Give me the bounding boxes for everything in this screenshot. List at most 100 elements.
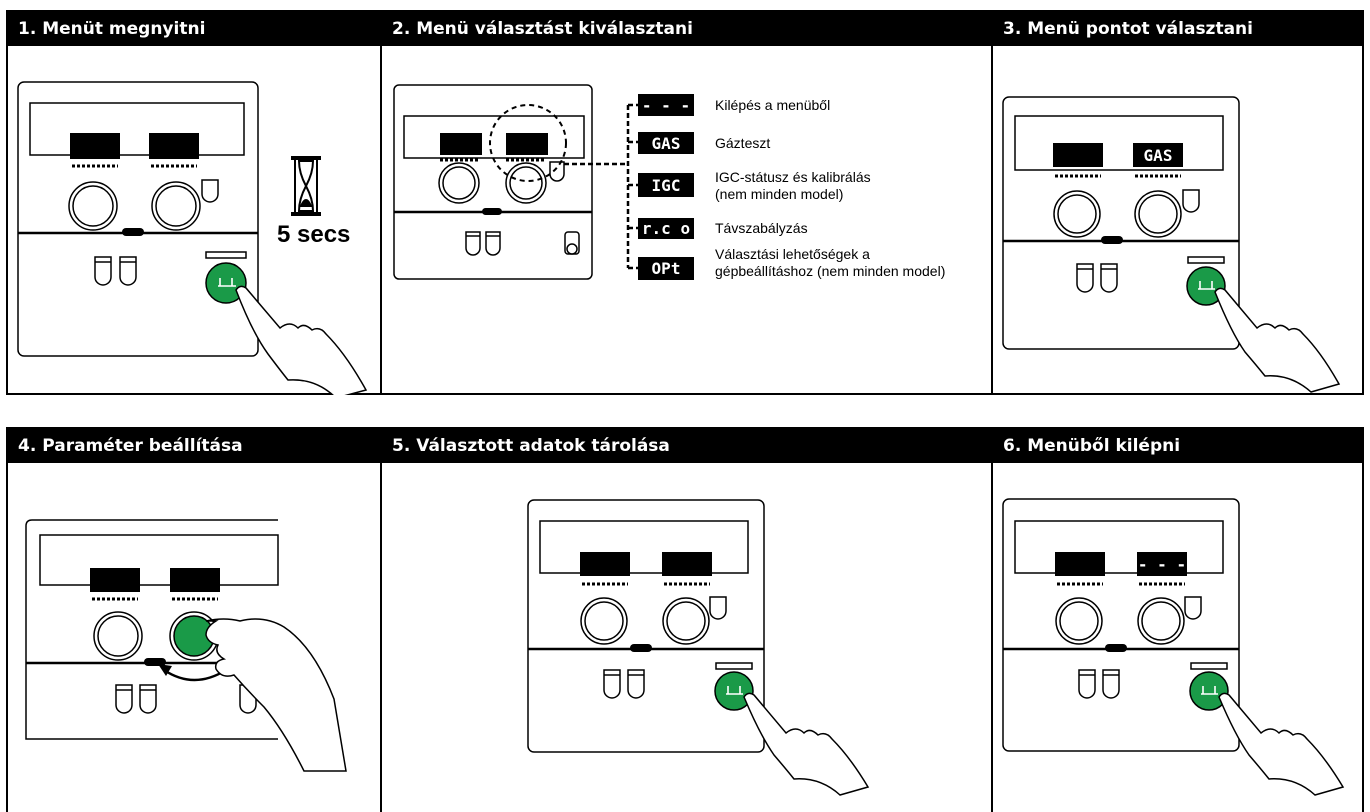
socket-pair <box>465 231 580 256</box>
turning-hand <box>205 618 347 772</box>
socket-pair <box>115 684 257 714</box>
left-display <box>440 133 482 155</box>
socket-pair <box>94 256 137 286</box>
menu-tree <box>564 103 638 270</box>
panel-latch <box>144 658 166 666</box>
hold-time-label: 5 secs <box>277 221 351 248</box>
step-1-header: 1. Menüt megnyitni <box>8 12 380 46</box>
step-5-panel: 5. Választott adatok tárolása <box>380 429 991 812</box>
pressing-hand <box>235 285 368 395</box>
highlight-circle <box>489 104 567 182</box>
step-1-illustration <box>17 81 368 395</box>
option-codes: - - - GAS IGC r.c o OPt <box>642 96 690 278</box>
step-number: 4. <box>18 436 37 456</box>
step-title: Választott adatok tárolása <box>416 436 670 456</box>
left-display <box>90 568 140 592</box>
step-number: 1. <box>18 19 37 39</box>
socket-pair <box>1078 669 1120 699</box>
right-display <box>1133 143 1183 167</box>
small-switch <box>709 596 727 620</box>
step-3-illustration: GAS <box>1002 96 1341 393</box>
knobs <box>1053 190 1182 238</box>
step-5-header: 5. Választott adatok tárolása <box>382 429 991 463</box>
steps-row-1: 1. Menüt megnyitni <box>6 10 1364 395</box>
step-2-header: 2. Menü választást kiválasztani <box>382 12 991 46</box>
panel-latch <box>1105 644 1127 652</box>
control-panel <box>1002 96 1240 350</box>
step-1-panel: 1. Menüt megnyitni <box>8 12 380 395</box>
pressing-hand <box>743 692 870 796</box>
option-code: GAS <box>652 134 681 153</box>
step-4-header: 4. Paraméter beállítása <box>8 429 380 463</box>
option-code: - - - <box>642 96 690 115</box>
step-title: Menüt megnyitni <box>42 19 206 39</box>
option-code: IGC <box>652 176 681 195</box>
step-number: 2. <box>392 19 411 39</box>
panel-latch <box>122 228 144 236</box>
option-label-options: Választási lehetőségek a gépbeállításhoz… <box>715 246 945 280</box>
knob-left <box>93 611 143 661</box>
step-4-illustration <box>25 519 347 772</box>
right-display-text: GAS <box>1144 146 1173 165</box>
control-panel <box>1002 498 1240 752</box>
small-switch <box>549 161 565 182</box>
right-display <box>506 133 548 155</box>
pressing-hand <box>1218 692 1345 796</box>
option-label-exit: Kilépés a menüből <box>715 97 831 113</box>
knobs <box>580 597 710 645</box>
option-code: OPt <box>652 259 681 278</box>
step-number: 3. <box>1003 19 1022 39</box>
option-code: r.c o <box>642 219 690 238</box>
step-3-header: 3. Menü pontot választani <box>993 12 1362 46</box>
hourglass-icon <box>291 156 321 216</box>
step-title: Menüből kilépni <box>1027 436 1181 456</box>
knobs <box>1055 597 1185 645</box>
right-display <box>662 552 712 576</box>
option-label-line: (nem minden model) <box>715 186 844 202</box>
option-label-gas-test: Gázteszt <box>715 135 771 151</box>
rotate-arrow-icon <box>163 668 227 682</box>
menu-button[interactable] <box>1189 662 1229 711</box>
step-title: Menü választást kiválasztani <box>416 19 693 39</box>
panel-latch <box>1101 236 1123 244</box>
step-title: Menü pontot választani <box>1027 19 1253 39</box>
panel-latch <box>630 644 652 652</box>
option-label-line: IGC-státusz és kalibrálás <box>715 169 871 185</box>
small-switch <box>1182 189 1200 213</box>
steps-row-2: 4. Paraméter beállítása <box>6 427 1364 812</box>
menu-button[interactable] <box>205 251 247 304</box>
socket-pair <box>603 669 645 699</box>
option-code-boxes <box>638 94 694 280</box>
socket-pair <box>1076 263 1118 293</box>
option-label-igc: IGC-státusz és kalibrálás (nem minden mo… <box>715 169 871 203</box>
knobs <box>438 162 547 204</box>
small-switch <box>201 179 219 203</box>
step-2-illustration: - - - GAS IGC r.c o OPt <box>393 84 694 280</box>
step-3-panel: 3. Menü pontot választani GAS <box>991 12 1362 393</box>
step-4-panel: 4. Paraméter beállítása <box>8 429 380 812</box>
option-label-remote: Távszabályzás <box>715 220 808 236</box>
left-display <box>70 133 120 159</box>
step-6-header: 6. Menüből kilépni <box>993 429 1362 463</box>
left-display <box>1055 552 1105 576</box>
step-6-panel: 6. Menüből kilépni - - - <box>991 429 1362 812</box>
control-panel <box>527 499 765 753</box>
step-number: 6. <box>1003 436 1022 456</box>
step-2-panel: 2. Menü választást kiválasztani <box>380 12 991 393</box>
control-panel <box>17 81 259 357</box>
panel-latch <box>482 208 502 215</box>
left-display <box>580 552 630 576</box>
right-display <box>1137 552 1187 576</box>
right-display <box>149 133 199 159</box>
rotate-arrow-left-head <box>158 664 172 676</box>
option-label-line: gépbeállításhoz (nem minden model) <box>715 263 946 279</box>
step-number: 5. <box>392 436 411 456</box>
menu-button[interactable] <box>1186 256 1226 306</box>
right-display-text: - - - <box>1138 555 1186 574</box>
pressing-hand <box>1214 287 1341 393</box>
menu-button[interactable] <box>714 662 754 711</box>
option-label-line: Választási lehetőségek a <box>715 246 870 262</box>
step-6-illustration: - - - <box>1002 498 1345 796</box>
step-5-illustration <box>527 499 870 796</box>
small-switch <box>1184 596 1202 620</box>
